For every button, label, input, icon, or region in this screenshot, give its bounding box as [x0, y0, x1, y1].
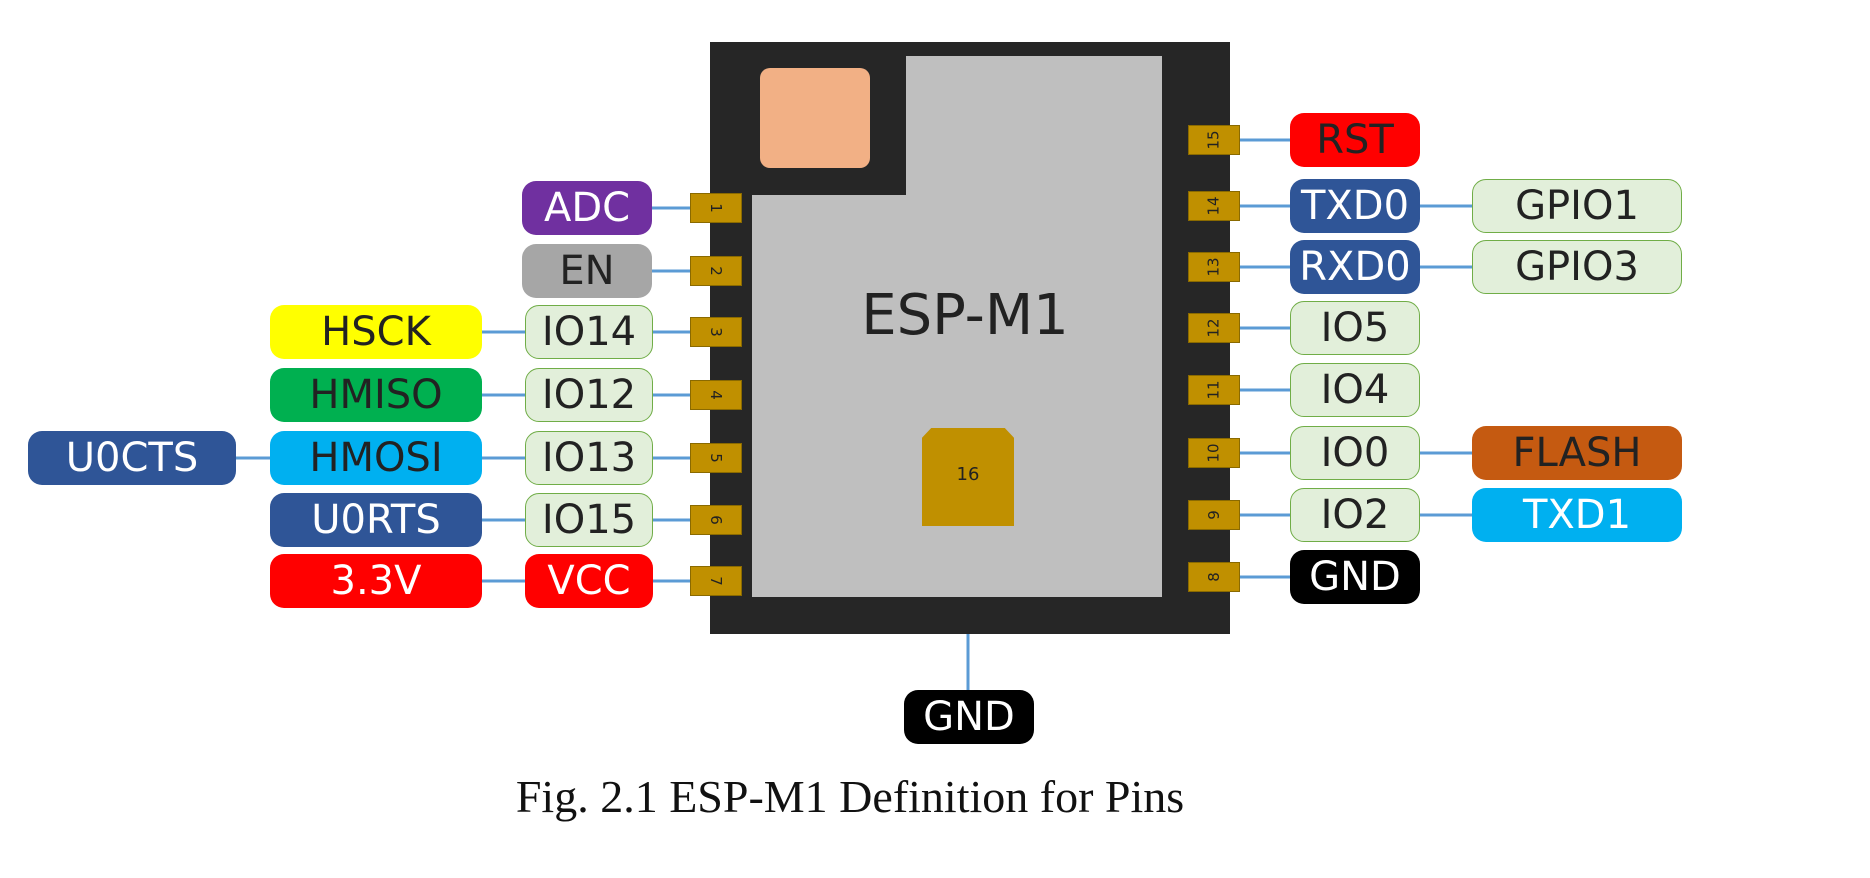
- label-txd1: TXD1: [1472, 488, 1682, 542]
- module-name: ESP-M1: [861, 283, 1069, 348]
- pin-pad-1: 1: [690, 193, 742, 223]
- label-txd0: TXD0: [1290, 179, 1420, 233]
- label-io15: IO15: [525, 493, 653, 547]
- label-rst: RST: [1290, 113, 1420, 167]
- pin-pad-2: 2: [690, 256, 742, 286]
- pin-pad-12: 12: [1188, 313, 1240, 343]
- pin-pad-9: 9: [1188, 500, 1240, 530]
- pin-pad-10: 10: [1188, 438, 1240, 468]
- label-io13: IO13: [525, 431, 653, 485]
- pin-pad-5: 5: [690, 443, 742, 473]
- label-gnd: GND: [1290, 550, 1420, 604]
- pin-pad-6: 6: [690, 505, 742, 535]
- figure-caption: Fig. 2.1 ESP-M1 Definition for Pins: [515, 771, 1185, 822]
- label-io14: IO14: [525, 305, 653, 359]
- label-gnd-bottom: GND: [904, 690, 1034, 744]
- pin-number-11: 11: [1205, 380, 1223, 400]
- pin-pad-14: 14: [1188, 191, 1240, 221]
- pin-number-6: 6: [706, 515, 725, 525]
- pin-number-15: 15: [1205, 130, 1223, 150]
- pin-number-7: 7: [706, 576, 725, 586]
- antenna-area: [760, 68, 870, 168]
- label-flash: FLASH: [1472, 426, 1682, 480]
- label-hmosi: HMOSI: [270, 431, 482, 485]
- pin-pad-4: 4: [690, 380, 742, 410]
- label-io12: IO12: [525, 368, 653, 422]
- label-hmiso: HMISO: [270, 368, 482, 422]
- pin-pad-11: 11: [1188, 375, 1240, 405]
- label-u0rts: U0RTS: [270, 493, 482, 547]
- pin-number-3: 3: [706, 327, 725, 337]
- pin-number-16: 16: [956, 464, 980, 485]
- label-rxd0: RXD0: [1290, 240, 1420, 294]
- label-u0cts: U0CTS: [28, 431, 236, 485]
- pin-number-13: 13: [1205, 257, 1223, 277]
- pin-number-10: 10: [1205, 443, 1223, 463]
- label-io0: IO0: [1290, 426, 1420, 480]
- pin-pad-7: 7: [690, 566, 742, 596]
- label-io4: IO4: [1290, 363, 1420, 417]
- pin-pad-13: 13: [1188, 252, 1240, 282]
- label-adc: ADC: [522, 181, 652, 235]
- pin-number-1: 1: [706, 203, 725, 213]
- metal-shield: [752, 195, 1162, 597]
- label-vcc: VCC: [525, 554, 653, 608]
- pin-number-9: 9: [1204, 510, 1223, 520]
- label-en: EN: [522, 244, 652, 298]
- metal-shield-top: [906, 56, 1162, 201]
- pin-number-5: 5: [706, 453, 725, 463]
- pin-pad-8: 8: [1188, 562, 1240, 592]
- label-io5: IO5: [1290, 301, 1420, 355]
- label-gpio1: GPIO1: [1472, 179, 1682, 233]
- pin-pad-16: 16: [922, 428, 1014, 526]
- pin-number-14: 14: [1205, 196, 1223, 216]
- label-gpio3: GPIO3: [1472, 240, 1682, 294]
- pin-number-12: 12: [1205, 318, 1223, 338]
- label-hsck: HSCK: [270, 305, 482, 359]
- pin-number-8: 8: [1204, 572, 1223, 582]
- pin-pad-15: 15: [1188, 125, 1240, 155]
- label-io2: IO2: [1290, 488, 1420, 542]
- pin-pad-3: 3: [690, 317, 742, 347]
- pin-number-2: 2: [706, 266, 725, 276]
- pin-number-4: 4: [706, 390, 725, 400]
- label-3-3v: 3.3V: [270, 554, 482, 608]
